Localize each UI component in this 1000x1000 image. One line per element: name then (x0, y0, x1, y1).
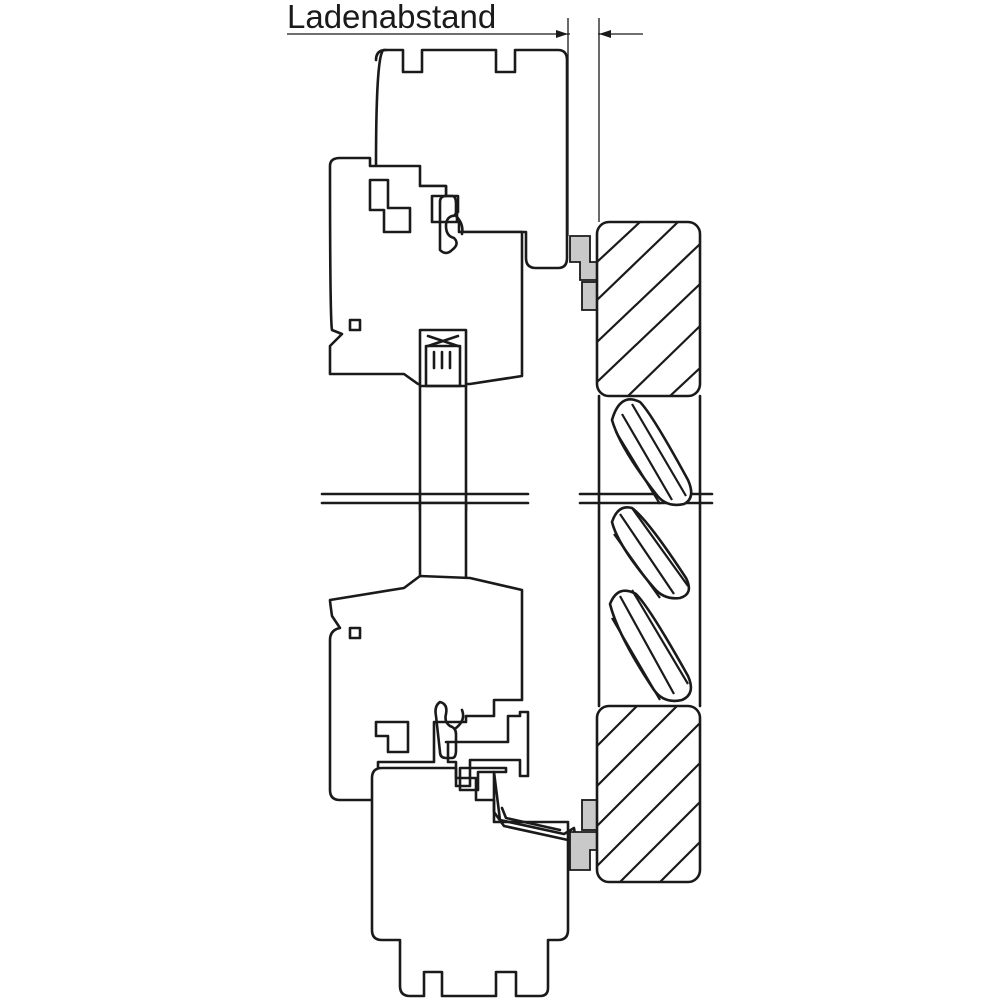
bottom-sash-profile (328, 574, 524, 802)
shutter-top-rail (595, 220, 702, 398)
shutter-bottom-rail (595, 704, 702, 884)
top-shutter-hinge (569, 235, 599, 311)
dimension-arrow-left (556, 30, 568, 38)
top-frame-profile (374, 48, 569, 270)
shutter-louvre-3 (608, 589, 693, 703)
dimension-label: Ladenabstand (287, 0, 496, 35)
shutter-louvre-2 (610, 506, 691, 600)
bottom-frame-profile (370, 766, 570, 998)
bottom-shutter-hinge (569, 799, 599, 871)
top-seal (438, 194, 464, 255)
shutter-louvre-1 (610, 398, 693, 507)
dimension-arrow-right (599, 30, 611, 38)
top-glazing (418, 328, 468, 512)
shutter-stile (597, 394, 702, 708)
